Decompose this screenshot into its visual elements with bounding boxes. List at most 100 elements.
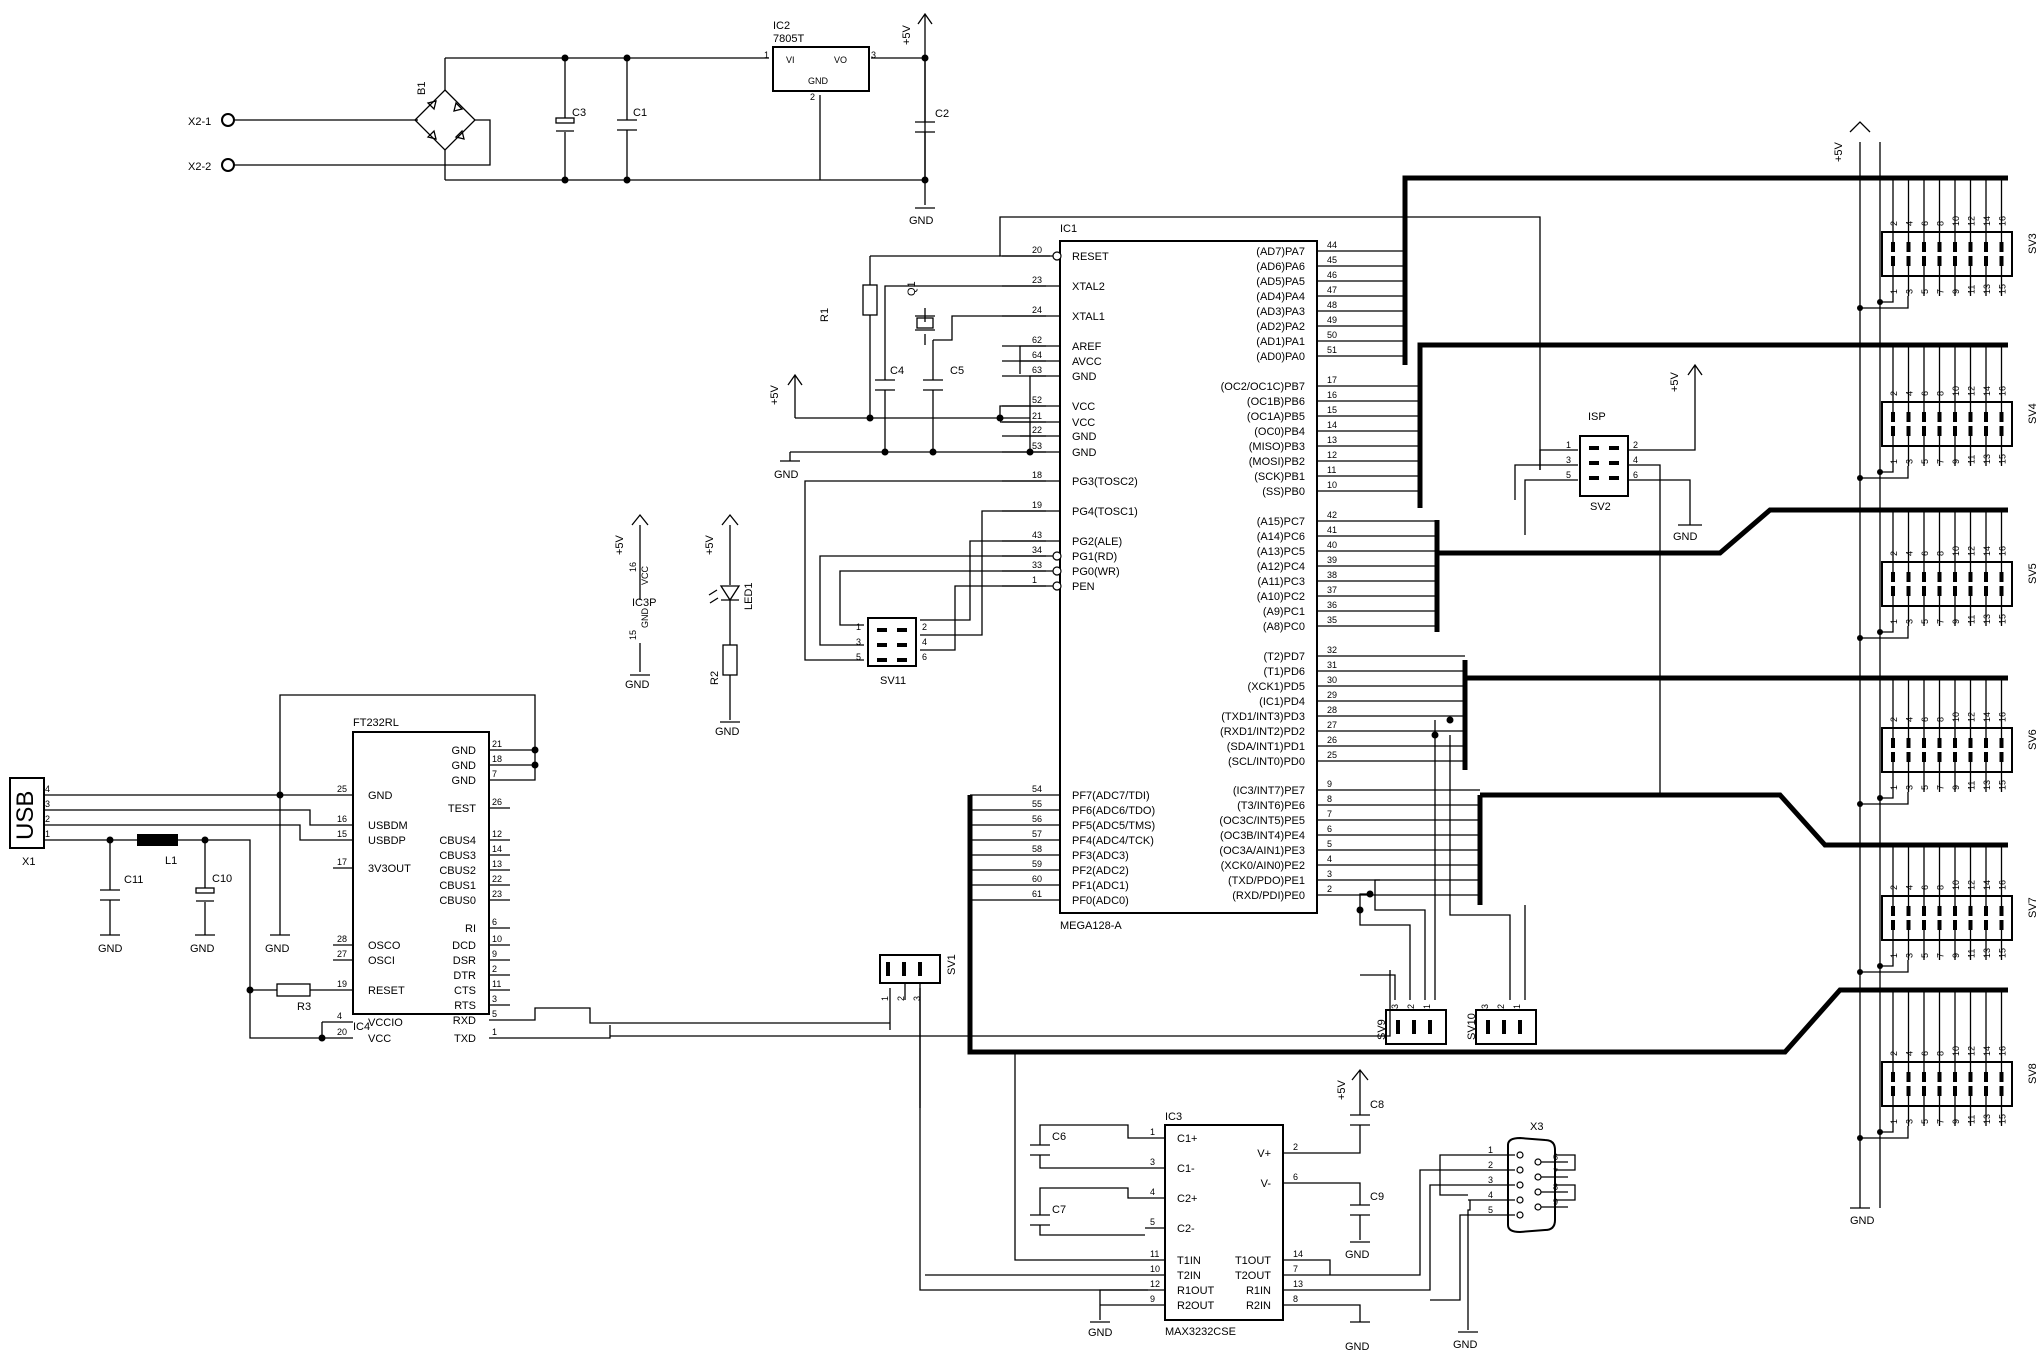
header-pin xyxy=(1906,1072,1911,1082)
ic3p-p15: 15 xyxy=(628,630,638,640)
ic1-pin-number: 56 xyxy=(1032,814,1042,824)
header-pin-number: 13 xyxy=(1982,284,1992,294)
ic1-pin-number: 9 xyxy=(1327,779,1332,789)
header-pin xyxy=(877,643,887,647)
x3-pin-number: 6 xyxy=(1553,1152,1558,1162)
header-pin xyxy=(918,962,922,976)
ic1-pin-number: 26 xyxy=(1327,735,1337,745)
ic3-pin-number: 9 xyxy=(1150,1294,1155,1304)
ic1-pin-label: PF3(ADC3) xyxy=(1072,850,1129,862)
ic1-pin-label: (OC3B/INT4)PE4 xyxy=(1220,830,1305,842)
ic1-pin-label: (A10)PC2 xyxy=(1257,591,1305,603)
header-pin-number: 5 xyxy=(1920,459,1930,464)
ic1-pin-number: 29 xyxy=(1327,690,1337,700)
ic1-pin-number: 25 xyxy=(1327,750,1337,760)
ic1-pin-number: 22 xyxy=(1032,425,1042,435)
ic1-pin-number: 17 xyxy=(1327,375,1337,385)
header-pin xyxy=(902,962,906,976)
header-pin xyxy=(1953,426,1957,436)
ic1-pin-label: PF7(ADC7/TDI) xyxy=(1072,790,1150,802)
ic4-pin-number: 20 xyxy=(337,1027,347,1037)
header-pin xyxy=(1953,920,1957,930)
ic1-pin-number: 10 xyxy=(1327,480,1337,490)
ic1-ref: IC1 xyxy=(1060,223,1077,235)
ic1-pin-label: XTAL1 xyxy=(1072,311,1105,323)
header-pin-number: 3 xyxy=(1905,1119,1915,1124)
ic1-pin-number: 28 xyxy=(1327,705,1337,715)
header-pin xyxy=(1922,1072,1926,1082)
vcc-ic2: +5V xyxy=(901,24,913,45)
ic4-pin-label: TXD xyxy=(454,1033,476,1045)
header-pin xyxy=(1953,412,1957,422)
ic4-pin-number: 13 xyxy=(492,859,502,869)
header-ref: SV8 xyxy=(2027,1063,2039,1084)
x2-2-label: X2-2 xyxy=(188,161,211,173)
ic1-pin-number: 35 xyxy=(1327,615,1337,625)
header-pin xyxy=(1999,412,2004,422)
q1-label: Q1 xyxy=(906,281,918,296)
ic1-pin-number: 59 xyxy=(1032,859,1042,869)
ic3-pin-label: R1IN xyxy=(1246,1285,1271,1297)
header-pin xyxy=(1937,426,1942,436)
ic1-pin-label: (MOSI)PB2 xyxy=(1249,456,1305,468)
ic4-pin-number: 25 xyxy=(337,784,347,794)
ic3-pin-number: 11 xyxy=(1150,1249,1159,1259)
header-pin-number: 7 xyxy=(1936,619,1946,624)
ic3p-vcc: VCC xyxy=(640,565,650,585)
ic1-pin-number: 63 xyxy=(1032,365,1042,375)
c10-label: C10 xyxy=(212,873,232,885)
ic3p-p16: 16 xyxy=(628,562,638,572)
ic4-pin-label: CBUS3 xyxy=(439,850,476,862)
header-pin xyxy=(1984,256,1988,266)
header-pin xyxy=(1891,426,1895,436)
ic4-pin-label: CBUS4 xyxy=(439,835,476,847)
ic1-pin-label: (AD7)PA7 xyxy=(1256,246,1305,258)
ic1-pin-label: (XCK1)PD5 xyxy=(1248,681,1305,693)
header-pin-number: 2 xyxy=(1889,717,1899,722)
header-pin-number: 16 xyxy=(1998,712,2008,722)
ic4-pin-label: CBUS1 xyxy=(439,880,476,892)
ic1-pin-label: VCC xyxy=(1072,417,1095,429)
c8-label: C8 xyxy=(1370,1099,1384,1111)
ic3-pin-label: V- xyxy=(1261,1178,1272,1190)
ic4-pin-number: 1 xyxy=(492,1027,497,1037)
ic4-pin-number: 2 xyxy=(492,964,497,974)
header-pin xyxy=(877,658,887,662)
x3-ref: X3 xyxy=(1530,1121,1543,1133)
header-pin-number: 15 xyxy=(1998,284,2008,294)
sv10-p1: 1 xyxy=(1512,1004,1522,1009)
vcc-led: +5V xyxy=(704,534,716,555)
header-pin-number: 8 xyxy=(1936,391,1946,396)
header-ref: SV3 xyxy=(2027,233,2039,254)
ic2-p1: 1 xyxy=(764,50,769,60)
header-pin xyxy=(1609,476,1619,480)
isp-p5: 5 xyxy=(1566,470,1571,480)
x3-pin xyxy=(1534,1173,1542,1181)
x3-pin xyxy=(1516,1196,1524,1204)
x2-1-label: X2-1 xyxy=(188,116,211,128)
ic4-pin-number: 12 xyxy=(492,829,502,839)
header-pin-number: 9 xyxy=(1951,953,1961,958)
header-pin-number: 13 xyxy=(1982,614,1992,624)
ic1-pin-number: 19 xyxy=(1032,500,1042,510)
ic1-pin-number: 20 xyxy=(1032,245,1042,255)
header-pin xyxy=(1922,738,1926,748)
led1-label: LED1 xyxy=(743,582,755,610)
ic1-pin-number: 21 xyxy=(1032,411,1042,421)
ic1-pin-label: (T2)PD7 xyxy=(1263,651,1305,663)
header-pin xyxy=(1999,242,2004,252)
ic1-pin-label: (A15)PC7 xyxy=(1257,516,1305,528)
mcu-support-circuit: R1 Q1 C4 C5 +5V GND 1 3 5 2 4 6 SV11 xyxy=(769,216,1541,687)
r2-label: R2 xyxy=(709,671,721,685)
power-supply: X2-1 X2-2 B1 C3 C1 C2 GND +5V xyxy=(188,12,949,227)
header-pin-number: 11 xyxy=(1967,781,1977,790)
header-pin xyxy=(1984,412,1988,422)
ic3-pin-number: 7 xyxy=(1293,1264,1298,1274)
sv1-p1: 1 xyxy=(880,996,890,1001)
sv9-ref: SV9 xyxy=(1376,1019,1388,1040)
header-pin-number: 9 xyxy=(1951,1119,1961,1124)
header-pin xyxy=(1937,256,1942,266)
header-pin-number: 10 xyxy=(1951,386,1961,396)
header-pin xyxy=(1906,426,1911,436)
